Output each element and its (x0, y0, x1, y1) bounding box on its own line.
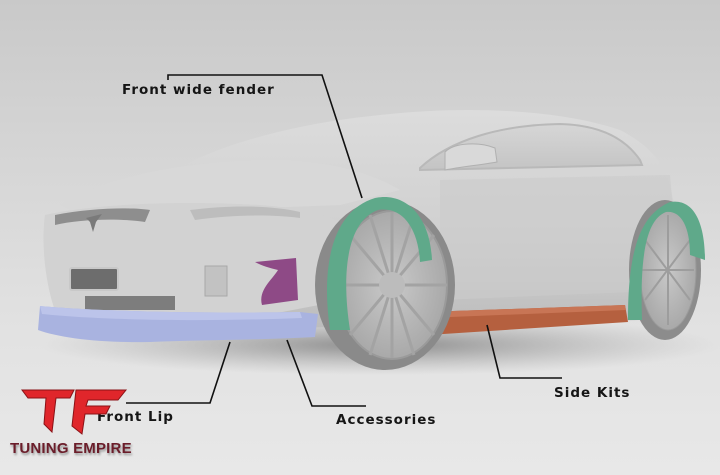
tuning-empire-logo-icon (21, 389, 128, 435)
side-mirror-icon (444, 143, 498, 171)
callout-line-front-lip (126, 341, 231, 404)
callout-label-side-kits: Side Kits (554, 385, 631, 401)
callout-line-front-wide-fender (167, 74, 363, 199)
callout-label-accessories: Accessories (336, 412, 437, 428)
brand-name: TUNING EMPIRE (10, 440, 132, 457)
callout-lines (126, 74, 562, 407)
front-fender-flare (327, 197, 432, 330)
accessories-part (255, 258, 298, 305)
callout-label-front-wide-fender: Front wide fender (122, 82, 275, 98)
callout-line-accessories (286, 339, 366, 407)
rear-fender-flare (628, 201, 705, 320)
callout-line-side-kits (486, 324, 562, 379)
license-plate (69, 267, 119, 291)
tesla-logo-icon (86, 214, 102, 232)
callout-label-front-lip: Front Lip (97, 409, 174, 425)
